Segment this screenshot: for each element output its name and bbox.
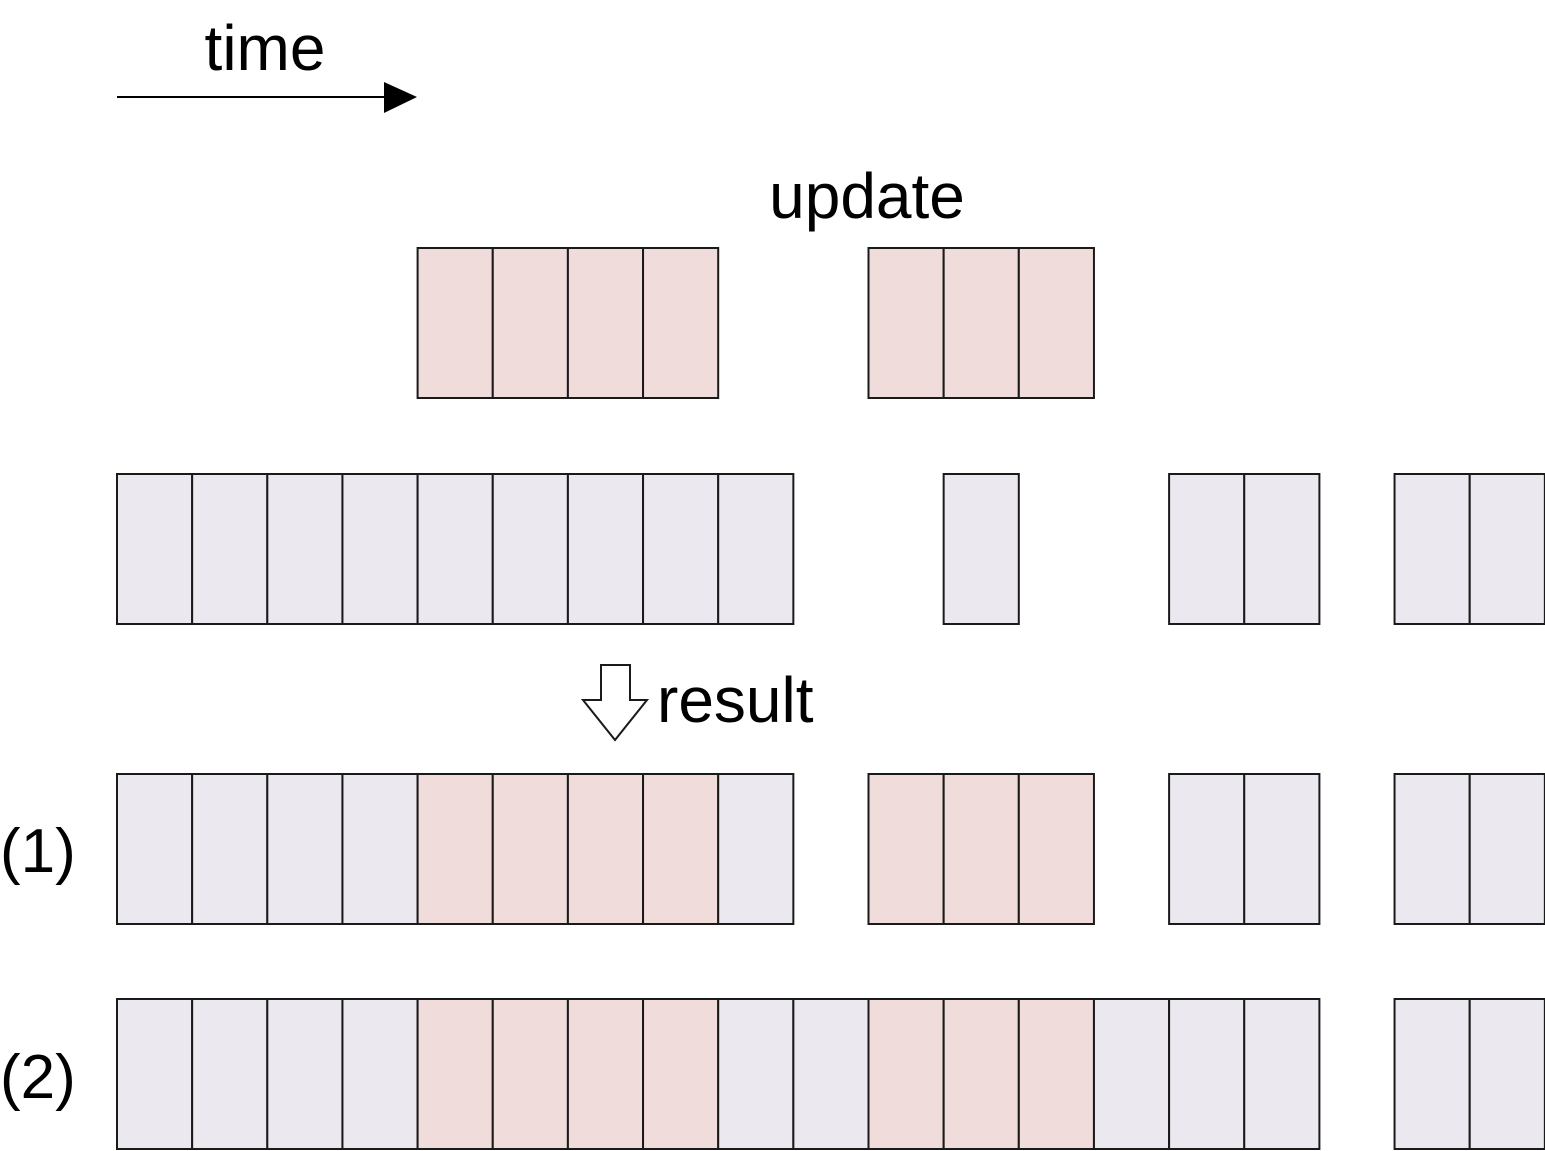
result-2-update-cell bbox=[642, 998, 720, 1150]
existing-existing-cell bbox=[566, 473, 645, 625]
existing-existing-cell bbox=[717, 473, 795, 625]
update-update-cell bbox=[491, 247, 569, 399]
result-1-existing-cell bbox=[1468, 773, 1545, 925]
update-update-cell bbox=[642, 247, 720, 399]
existing-existing-cell bbox=[1243, 473, 1321, 625]
existing-existing-cell bbox=[341, 473, 419, 625]
result-1-update-cell bbox=[942, 773, 1020, 925]
result-1-existing-cell bbox=[191, 773, 269, 925]
existing-existing-cell bbox=[1168, 473, 1246, 625]
row-2-label: (2) bbox=[0, 1043, 76, 1112]
result-1-existing-cell bbox=[116, 773, 194, 925]
result-arrow-icon bbox=[580, 664, 650, 742]
result-2-existing-cell bbox=[717, 998, 795, 1150]
result-2-existing-cell bbox=[1468, 998, 1545, 1150]
existing-existing-cell bbox=[491, 473, 569, 625]
result-1-update-cell bbox=[416, 773, 494, 925]
result-1-update-cell bbox=[1017, 773, 1095, 925]
result-2-update-cell bbox=[416, 998, 494, 1150]
result-2-existing-cell bbox=[341, 998, 419, 1150]
existing-existing-cell bbox=[1468, 473, 1545, 625]
existing-existing-cell bbox=[642, 473, 720, 625]
update-blocks-row bbox=[416, 247, 1095, 399]
existing-blocks-row bbox=[116, 473, 1545, 625]
result-2-existing-cell bbox=[1243, 998, 1321, 1150]
result-2-update-cell bbox=[942, 998, 1020, 1150]
result-2-update-cell bbox=[867, 998, 945, 1150]
result-1-update-cell bbox=[491, 773, 569, 925]
existing-existing-cell bbox=[266, 473, 344, 625]
result-1-update-cell bbox=[566, 773, 645, 925]
result-1-update-cell bbox=[867, 773, 945, 925]
update-update-cell bbox=[1017, 247, 1095, 399]
existing-existing-cell bbox=[416, 473, 494, 625]
row-1-label: (1) bbox=[0, 817, 76, 886]
result-2-existing-cell bbox=[191, 998, 269, 1150]
existing-existing-cell bbox=[942, 473, 1020, 625]
result-2-existing-cell bbox=[792, 998, 870, 1150]
result-2-existing-cell bbox=[1168, 998, 1246, 1150]
result-1-blocks-row bbox=[116, 773, 1545, 925]
result-1-existing-cell bbox=[1243, 773, 1321, 925]
result-2-update-cell bbox=[1017, 998, 1095, 1150]
result-1-existing-cell bbox=[1168, 773, 1246, 925]
existing-existing-cell bbox=[191, 473, 269, 625]
result-2-update-cell bbox=[491, 998, 569, 1150]
result-1-existing-cell bbox=[341, 773, 419, 925]
time-arrow-icon bbox=[117, 82, 417, 113]
result-1-existing-cell bbox=[266, 773, 344, 925]
update-label: update bbox=[769, 160, 965, 232]
existing-existing-cell bbox=[1393, 473, 1471, 625]
update-update-cell bbox=[566, 247, 645, 399]
time-label: time bbox=[205, 12, 326, 84]
result-2-blocks-row bbox=[116, 998, 1545, 1150]
result-1-existing-cell bbox=[717, 773, 795, 925]
result-1-existing-cell bbox=[1393, 773, 1471, 925]
update-update-cell bbox=[867, 247, 945, 399]
result-1-update-cell bbox=[642, 773, 720, 925]
result-2-existing-cell bbox=[1393, 998, 1471, 1150]
result-2-update-cell bbox=[566, 998, 645, 1150]
result-2-existing-cell bbox=[116, 998, 194, 1150]
result-2-existing-cell bbox=[266, 998, 344, 1150]
update-update-cell bbox=[942, 247, 1020, 399]
result-2-existing-cell bbox=[1092, 998, 1171, 1150]
existing-existing-cell bbox=[116, 473, 194, 625]
result-label: result bbox=[657, 664, 814, 736]
update-update-cell bbox=[416, 247, 494, 399]
